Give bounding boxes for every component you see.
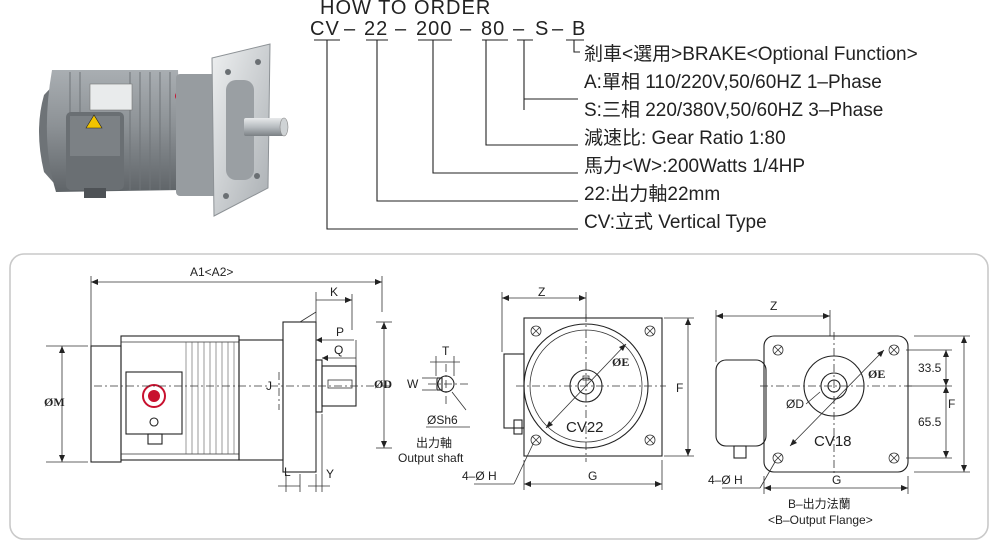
cv18-flange-drawing: Z ØE ØD CV18	[708, 299, 970, 527]
cv22-dim-holes: 4–Ø H	[462, 469, 497, 483]
dim-q: Q	[334, 343, 343, 357]
cv18-dim-oe: ØE	[868, 367, 885, 381]
cv18-dim-65-5: 65.5	[918, 415, 942, 429]
drawing-panel	[9, 253, 989, 540]
cv18-dim-z: Z	[770, 299, 777, 313]
dim-l: L	[284, 465, 291, 479]
cv18-dim-od: ØD	[786, 397, 804, 411]
cv22-dim-z: Z	[538, 285, 545, 299]
motor-photo	[39, 43, 289, 217]
code-part-phase: S	[535, 18, 549, 40]
dim-osh6: ØSh6	[427, 413, 458, 427]
dim-t: T	[442, 344, 450, 358]
code-part-shaft: 22	[364, 18, 388, 40]
option-brake: 剎車<選用>BRAKE<Optional Function>	[584, 43, 918, 65]
dim-y: Y	[326, 467, 334, 481]
code-separator: –	[552, 18, 564, 40]
code-part-brake: B	[572, 18, 586, 40]
option-gear-ratio: 減速比: Gear Ratio 1:80	[584, 127, 786, 149]
cv18-title-en: <B–Output Flange>	[768, 513, 873, 527]
option-power: 馬力<W>:200Watts 1/4HP	[584, 155, 805, 177]
code-part-ratio: 80	[481, 18, 505, 40]
dim-om: ØM	[44, 395, 65, 409]
cv18-dim-holes: 4–Ø H	[708, 473, 743, 487]
dim-p: P	[336, 325, 344, 339]
option-three-phase: S:三相 220/380V,50/60HZ 3–Phase	[584, 99, 883, 121]
cv18-dim-g: G	[832, 473, 841, 487]
order-code-section: HOW TO ORDER CV – 22 – 200 – 80 – S – B …	[310, 0, 918, 233]
code-separator: –	[460, 18, 472, 40]
code-separator: –	[344, 18, 356, 40]
code-separator: –	[395, 18, 407, 40]
shaft-detail-drawing: T W ØSh6 出力軸 Output shaft	[398, 344, 470, 465]
shaft-title-en: Output shaft	[398, 451, 464, 465]
code-part-power: 200	[416, 18, 452, 40]
cv22-dim-g: G	[588, 469, 597, 483]
dim-od: ØD	[374, 377, 392, 391]
code-part-cv: CV	[310, 18, 340, 40]
order-heading: HOW TO ORDER	[320, 0, 491, 19]
code-separator: –	[513, 18, 525, 40]
dim-k: K	[330, 285, 338, 299]
cv22-flange-drawing: Z ØE CV22 F	[462, 285, 694, 490]
cv18-dim-33-5: 33.5	[918, 361, 942, 375]
dim-w: W	[407, 377, 419, 391]
cv18-dim-f: F	[948, 397, 955, 411]
option-single-phase: A:單相 110/220V,50/60HZ 1–Phase	[584, 71, 882, 93]
dim-j: J	[266, 379, 272, 393]
cv18-model-label: CV18	[814, 433, 852, 450]
option-type: CV:立式 Vertical Type	[584, 211, 767, 233]
cv18-title-cn: B–出力法蘭	[788, 497, 851, 511]
shaft-title-cn: 出力軸	[416, 436, 452, 450]
cv22-dim-oe: ØE	[612, 355, 629, 369]
cv22-model-label: CV22	[566, 419, 604, 436]
order-brackets	[314, 39, 584, 230]
option-shaft: 22:出力軸22mm	[584, 183, 720, 205]
side-view-drawing: A1<A2> K P Q	[44, 265, 392, 492]
dim-a1a2: A1<A2>	[190, 265, 233, 279]
cv22-dim-f: F	[676, 381, 683, 395]
